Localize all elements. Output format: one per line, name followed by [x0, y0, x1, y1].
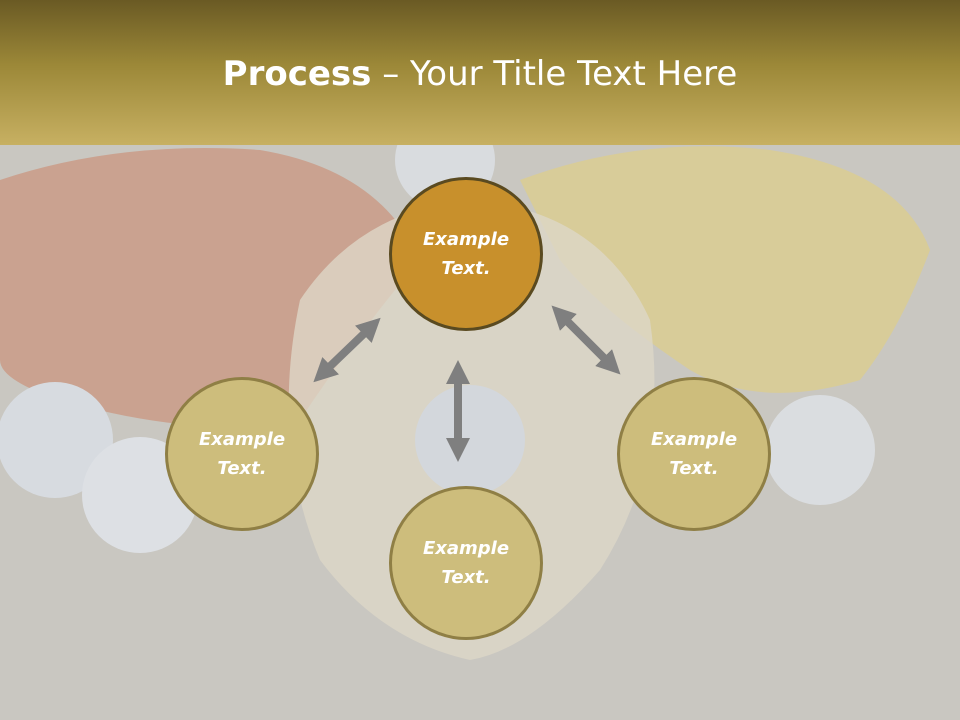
- title-separator: –: [371, 54, 411, 94]
- process-node-bottom: Example Text.: [389, 486, 543, 640]
- pearl: [415, 385, 525, 495]
- process-node-top: Example Text.: [389, 177, 543, 331]
- node-bottom-label: Example Text.: [422, 538, 510, 588]
- title-rest: Your Title Text Here: [410, 54, 738, 94]
- title-bold: Process: [222, 54, 372, 94]
- arrow-top-left: [313, 317, 381, 383]
- slide-title: Process – Your Title Text Here: [0, 52, 960, 96]
- arrow-top-right: [551, 305, 621, 375]
- yellow-shell: [520, 146, 930, 393]
- title-bar: [0, 0, 960, 145]
- pearl: [765, 395, 875, 505]
- process-node-left: Example Text.: [165, 377, 319, 531]
- pearl: [0, 382, 113, 498]
- node-right-label: Example Text.: [650, 429, 738, 479]
- node-left-label: Example Text.: [198, 429, 286, 479]
- node-top-label: Example Text.: [422, 229, 510, 279]
- process-node-right: Example Text.: [617, 377, 771, 531]
